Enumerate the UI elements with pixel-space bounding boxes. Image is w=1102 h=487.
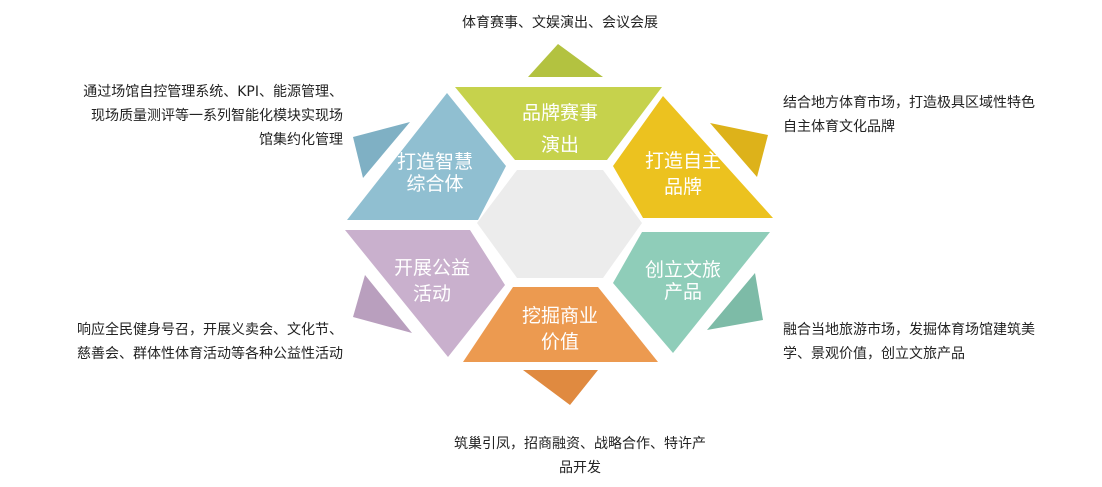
triangle-top-right — [710, 123, 768, 177]
segment-top-shape[interactable] — [455, 87, 662, 160]
description-line: 融合当地旅游市场，发掘体育场馆建筑美 — [783, 322, 1035, 338]
segment-bottom-shape[interactable] — [463, 287, 658, 362]
segment-top-right-label-2: 品牌 — [664, 176, 702, 198]
description-line: 现场质量测评等一系列智能化模块实现场 — [91, 108, 343, 124]
segment-bottom-left-label-2: 活动 — [413, 283, 451, 305]
description-line: 体育赛事、文娱演出、会议会展 — [462, 15, 658, 31]
description-top-right: 结合地方体育市场，打造极具区域性特色 自主体育文化品牌 — [783, 91, 1035, 139]
description-line: 筑巢引凤，招商融资、战略合作、特许产 — [454, 436, 706, 452]
segment-bottom-right-label-1: 创立文旅 — [645, 259, 721, 281]
description-line: 馆集约化管理 — [259, 132, 343, 148]
segment-bottom-label-2: 价值 — [541, 331, 579, 353]
description-top: 体育赛事、文娱演出、会议会展 — [420, 11, 700, 35]
segment-top-left-label-2: 综合体 — [406, 173, 463, 195]
segment-top-label-1: 品牌赛事 — [522, 102, 598, 124]
segment-bottom-right-shape[interactable] — [613, 232, 770, 353]
description-line: 慈善会、群体性体育活动等各种公益性活动 — [77, 346, 343, 362]
segment-bottom-left-label-1: 开展公益 — [394, 257, 470, 279]
description-line: 学、景观价值，创立文旅产品 — [783, 346, 965, 362]
triangle-bottom-right — [707, 273, 763, 330]
description-line: 结合地方体育市场，打造极具区域性特色 — [783, 95, 1035, 111]
triangle-bottom-left — [353, 275, 412, 333]
description-line: 自主体育文化品牌 — [783, 119, 895, 135]
description-line: 品开发 — [559, 460, 601, 476]
segment-top-right-shape[interactable] — [613, 96, 773, 218]
description-line: 响应全民健身号召，开展义卖会、文化节、 — [77, 322, 343, 338]
description-bottom-left: 响应全民健身号召，开展义卖会、文化节、 慈善会、群体性体育活动等各种公益性活动 — [20, 318, 343, 366]
description-line: 通过场馆自控管理系统、KPI、能源管理、 — [83, 84, 343, 100]
description-top-left: 通过场馆自控管理系统、KPI、能源管理、 现场质量测评等一系列智能化模块实现场 … — [20, 80, 343, 152]
center-hexagon — [477, 170, 642, 278]
segment-top-left-label-1: 打造智慧 — [397, 151, 473, 173]
segment-top-right-label-1: 打造自主 — [645, 150, 721, 172]
segment-top-label-2: 演出 — [541, 134, 579, 156]
description-bottom: 筑巢引凤，招商融资、战略合作、特许产 品开发 — [400, 432, 760, 480]
segment-top-left-shape[interactable] — [347, 93, 506, 220]
triangle-bottom — [523, 370, 598, 405]
triangle-top-left — [353, 122, 410, 178]
segment-bottom-right-label-2: 产品 — [664, 281, 702, 303]
triangle-top — [528, 44, 603, 77]
segment-bottom-left-shape[interactable] — [345, 230, 505, 357]
description-bottom-right: 融合当地旅游市场，发掘体育场馆建筑美 学、景观价值，创立文旅产品 — [783, 318, 1035, 366]
segment-bottom-label-1: 挖掘商业 — [522, 305, 598, 327]
